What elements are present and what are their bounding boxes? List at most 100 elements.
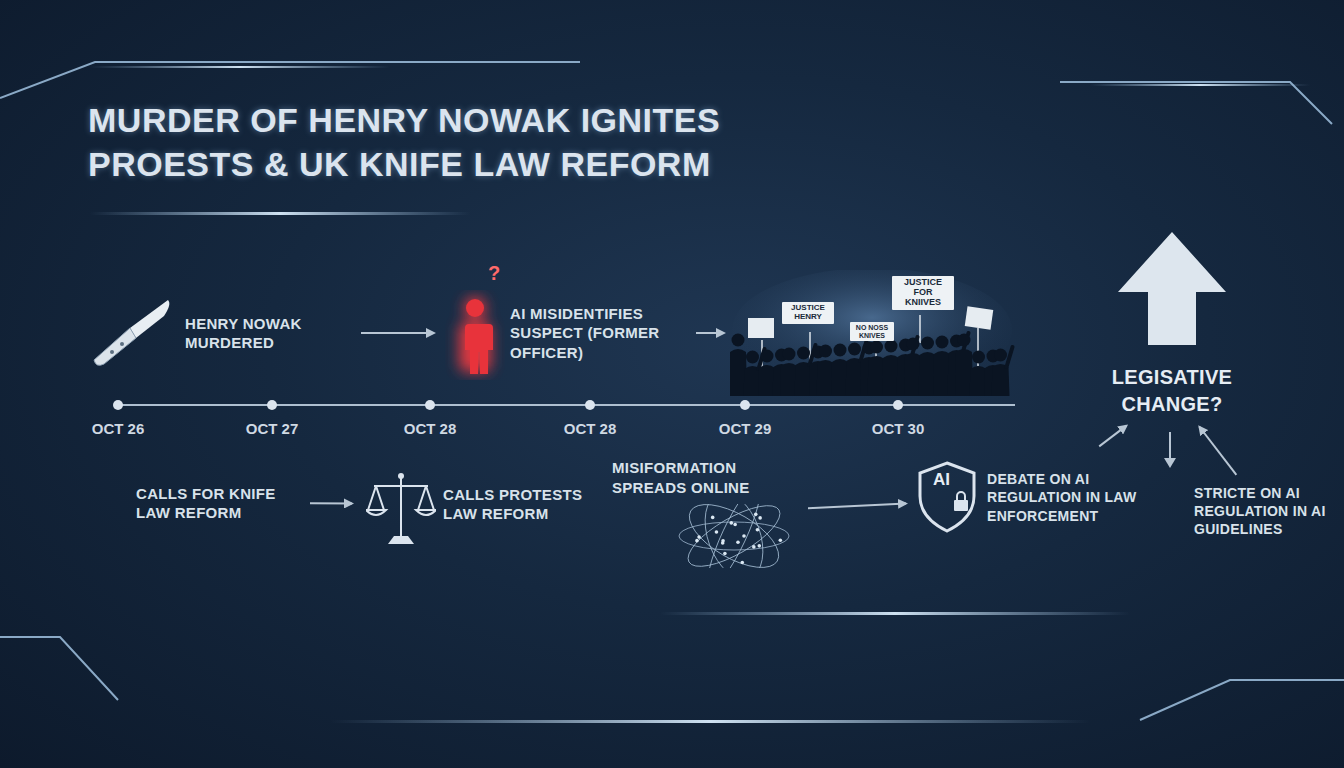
flow-arrow xyxy=(808,503,906,508)
date-label: OCT 27 xyxy=(246,420,299,437)
person-silhouette xyxy=(746,351,759,364)
network-dot xyxy=(695,539,699,543)
scales-icon xyxy=(366,468,436,548)
person-silhouette xyxy=(972,351,985,364)
network-dot xyxy=(779,539,783,543)
network-dot xyxy=(711,516,715,520)
frame-line xyxy=(1060,82,1332,124)
orbit-line xyxy=(694,504,774,568)
person-silhouette xyxy=(870,341,883,354)
icon-part xyxy=(464,297,486,319)
frame-line xyxy=(0,637,118,700)
person-silhouette xyxy=(885,340,898,353)
network-dot xyxy=(758,516,762,520)
suspect-head xyxy=(466,299,484,317)
network-dot xyxy=(757,544,761,548)
icon-text: AI xyxy=(933,470,950,490)
flow-arrow xyxy=(361,332,434,334)
knife-rivet xyxy=(120,342,124,346)
date-label: OCT 30 xyxy=(872,420,925,437)
date-label: OCT 26 xyxy=(92,420,145,437)
flow-arrow xyxy=(310,502,352,504)
network-dot xyxy=(721,539,725,543)
event-text: AI MISIDENTIFIES SUSPECT (FORMER OFFICER… xyxy=(510,304,688,363)
shield-outline xyxy=(920,463,974,531)
person-silhouette xyxy=(732,334,745,347)
flow-arrow xyxy=(1099,426,1126,447)
glow-line xyxy=(1090,84,1310,86)
date-label: OCT 29 xyxy=(719,420,772,437)
scales-base xyxy=(388,536,414,544)
event-node: AI MISIDENTIFIES SUSPECT (FORMER OFFICER… xyxy=(440,285,690,381)
icon-text: ? xyxy=(488,262,500,285)
orbit-line xyxy=(679,522,789,550)
flow-arrow xyxy=(1199,427,1236,475)
scales-beam xyxy=(374,485,428,487)
event-text: CALLS PROTESTS LAW REFORM xyxy=(443,485,591,524)
network-dot xyxy=(740,561,744,565)
event-text: HENRY NOWAK MURDERED xyxy=(185,314,345,353)
network-dot xyxy=(754,513,758,517)
network-dot xyxy=(752,545,756,549)
sign-text: JUSTICE HENRY xyxy=(785,304,831,322)
person-silhouette xyxy=(936,336,949,349)
event-text: DEBATE ON AI REGULATION IN LAW ENFORCEME… xyxy=(987,470,1145,525)
event-node: STRICTE ON AI REGULATION IN AI GUIDELINE… xyxy=(1190,480,1338,543)
event-node: CALLS FOR KNIFE LAW REFORM xyxy=(132,478,304,528)
protest-sign: JUSTICE FOR KNIIVES xyxy=(892,276,954,310)
orbit-line xyxy=(680,504,788,568)
event-node: DEBATE ON AI REGULATION IN LAW ENFORCEME… xyxy=(912,450,1152,545)
blank-sign xyxy=(965,306,994,329)
scales-top xyxy=(398,473,404,479)
network-sphere xyxy=(672,504,797,568)
person-silhouette xyxy=(994,349,1007,362)
sign-text: NO NOSS KNIVES xyxy=(853,324,891,339)
orbit-line xyxy=(699,504,768,568)
scales-pan xyxy=(366,486,386,515)
protest-sign: NO NOSS KNIVES xyxy=(850,322,894,341)
down-arrow-head xyxy=(1164,458,1176,468)
event-text: MISIFORMATION SPREADS ONLINE xyxy=(612,458,760,497)
knife-rivet xyxy=(110,350,114,354)
person-silhouette xyxy=(958,334,971,347)
network-dot xyxy=(733,523,737,527)
frame-line xyxy=(1140,680,1344,720)
glow-line xyxy=(330,720,1090,723)
suspect-icon xyxy=(445,290,505,380)
network-dot xyxy=(715,530,719,534)
knife-icon xyxy=(90,298,175,370)
event-node: CALLS PROTESTS LAW REFORM xyxy=(358,460,594,548)
network-dot xyxy=(730,521,734,525)
person-silhouette xyxy=(783,348,796,361)
lock-body xyxy=(954,500,968,511)
protest-sign: JUSTICE HENRY xyxy=(782,302,834,324)
knife-handle xyxy=(94,328,136,365)
knife-blade xyxy=(130,300,169,338)
outcome-label: LEGISATIVE CHANGE? xyxy=(1085,360,1259,422)
network-dot xyxy=(742,534,746,538)
orbit-line xyxy=(680,504,789,568)
network-dot xyxy=(697,535,701,539)
glow-line xyxy=(90,212,470,215)
raised-arm xyxy=(1007,347,1013,367)
event-node: MISIFORMATION SPREADS ONLINE xyxy=(610,458,802,568)
person-silhouette xyxy=(761,350,774,363)
event-text: STRICTE ON AI REGULATION IN AI GUIDELINE… xyxy=(1194,484,1332,539)
frame-line xyxy=(0,62,580,98)
title: MURDER OF HENRY NOWAK IGNITES PROESTS & … xyxy=(88,98,908,186)
suspect-body xyxy=(461,324,493,374)
event-text: CALLS FOR KNIFE LAW REFORM xyxy=(136,484,301,523)
timeline-dots xyxy=(113,400,903,410)
scales-pan xyxy=(416,486,436,515)
protest-crowd: JUSTICE HENRY JUSTICE FOR KNIIVESNO NOSS … xyxy=(730,270,1015,396)
glow-line xyxy=(90,66,390,68)
network-dot xyxy=(723,552,727,556)
flow-arrow xyxy=(696,332,724,334)
lock-shackle xyxy=(957,492,965,500)
person-silhouette xyxy=(834,344,847,357)
event-node: HENRY NOWAK MURDERED xyxy=(90,290,355,376)
up-arrow xyxy=(1118,232,1226,345)
date-label: OCT 28 xyxy=(404,420,457,437)
person-silhouette xyxy=(907,338,920,351)
event-text: LEGISATIVE CHANGE? xyxy=(1087,364,1257,418)
